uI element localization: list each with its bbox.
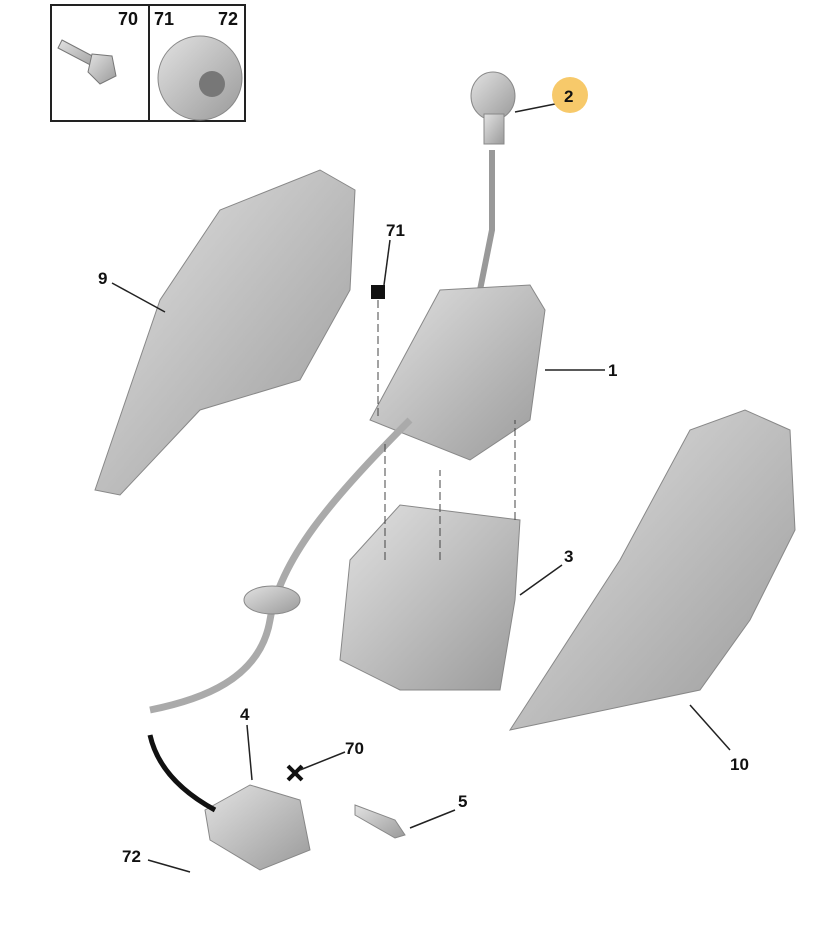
callout-71[interactable]: 71 bbox=[386, 221, 405, 240]
right-cover-part[interactable] bbox=[508, 409, 796, 731]
bolt-icon bbox=[57, 39, 117, 85]
callout-72[interactable]: 72 bbox=[122, 847, 141, 866]
callout-4[interactable]: 4 bbox=[240, 705, 250, 724]
highlight-marker bbox=[552, 77, 588, 113]
lever-housing-part[interactable] bbox=[369, 284, 546, 461]
shift-cables[interactable] bbox=[149, 417, 413, 714]
kit-label-72[interactable]: 72 bbox=[218, 9, 239, 29]
callout-3[interactable]: 3 bbox=[564, 547, 574, 566]
fastener-kit-box: 70 71 72 bbox=[50, 4, 246, 122]
callout-70[interactable]: 70 bbox=[345, 739, 364, 758]
gear-knob[interactable] bbox=[470, 71, 516, 301]
callout-10[interactable]: 10 bbox=[730, 755, 749, 774]
kit-divider bbox=[148, 6, 150, 120]
callout-9[interactable]: 9 bbox=[98, 269, 108, 288]
base-plate-part[interactable] bbox=[339, 504, 521, 691]
flange-nut-icon bbox=[157, 35, 243, 121]
callout-1[interactable]: 1 bbox=[608, 361, 618, 380]
left-cover-part[interactable] bbox=[94, 169, 356, 496]
assembly-lines bbox=[377, 300, 516, 560]
cable-bracket-part[interactable] bbox=[204, 784, 311, 871]
fastener-70-icon bbox=[286, 764, 304, 782]
callout-2[interactable]: 2 bbox=[564, 87, 574, 106]
kit-label-70[interactable]: 70 bbox=[118, 9, 139, 29]
clip-part[interactable] bbox=[354, 804, 406, 839]
leader-lines bbox=[111, 101, 731, 873]
callout-5[interactable]: 5 bbox=[458, 792, 468, 811]
kit-label-71[interactable]: 71 bbox=[154, 9, 175, 29]
fastener-71-icon bbox=[371, 285, 385, 299]
routing-arrow bbox=[147, 734, 217, 813]
